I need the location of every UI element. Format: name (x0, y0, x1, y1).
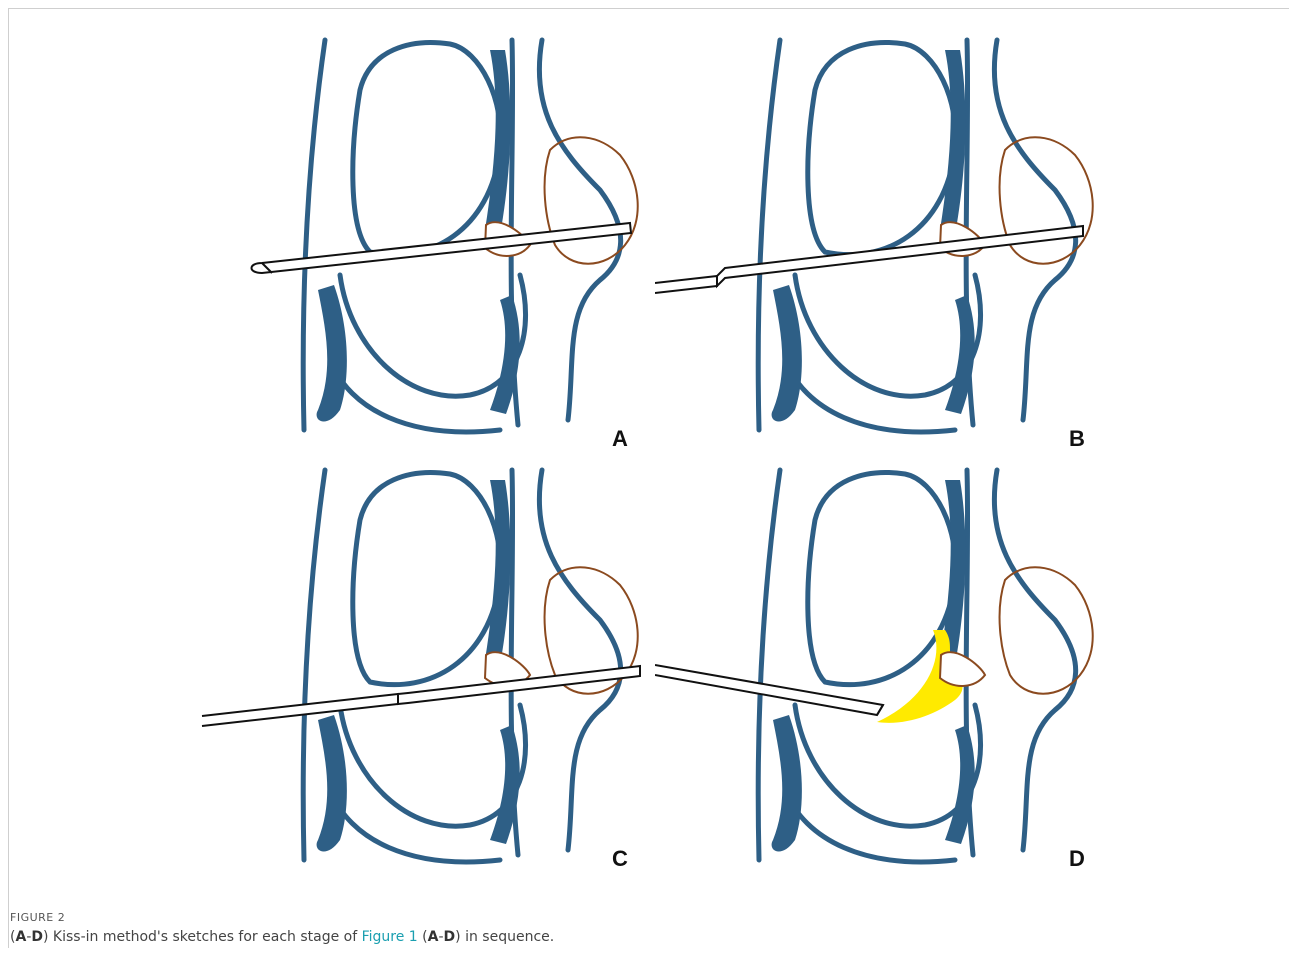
knee-sketch-d (655, 460, 1115, 900)
caption-after-range-end: D (444, 929, 456, 945)
panel-c: C (200, 460, 660, 900)
panel-b: B (655, 30, 1115, 470)
figure-caption: (A-D) Kiss-in method's sketches for each… (10, 929, 554, 945)
caption-range-end: D (31, 929, 43, 945)
panel-label-a: A (612, 428, 628, 450)
caption-text-before-link: Kiss-in method's sketches for each stage… (48, 929, 361, 945)
caption-after-range-start: A (428, 929, 439, 945)
panel-label-d: D (1069, 848, 1085, 870)
caption-range-start: A (15, 929, 26, 945)
panel-label-c: C (612, 848, 628, 870)
knee-sketch-a (200, 30, 660, 470)
panel-a: A (200, 30, 660, 470)
panel-label-b: B (1069, 428, 1085, 450)
knee-sketch-b (655, 30, 1115, 470)
figure-label: FIGURE 2 (10, 911, 65, 924)
caption-after-close: ) in sequence. (455, 929, 554, 945)
figure-1-link[interactable]: Figure 1 (362, 929, 418, 945)
caption-after-link-open: ( (418, 929, 428, 945)
knee-sketch-c (200, 460, 660, 900)
panel-d: D (655, 460, 1115, 900)
